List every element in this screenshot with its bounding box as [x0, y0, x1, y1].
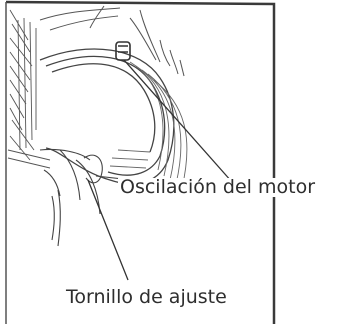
- frame-border: [6, 2, 274, 324]
- label-motor-oscillation: Oscilación del motor: [118, 178, 317, 197]
- stator-hatching: [8, 10, 50, 168]
- label-adjust-screw: Tornillo de ajuste: [64, 288, 229, 307]
- leader-motor: [124, 60, 232, 182]
- motor-body: [40, 49, 174, 184]
